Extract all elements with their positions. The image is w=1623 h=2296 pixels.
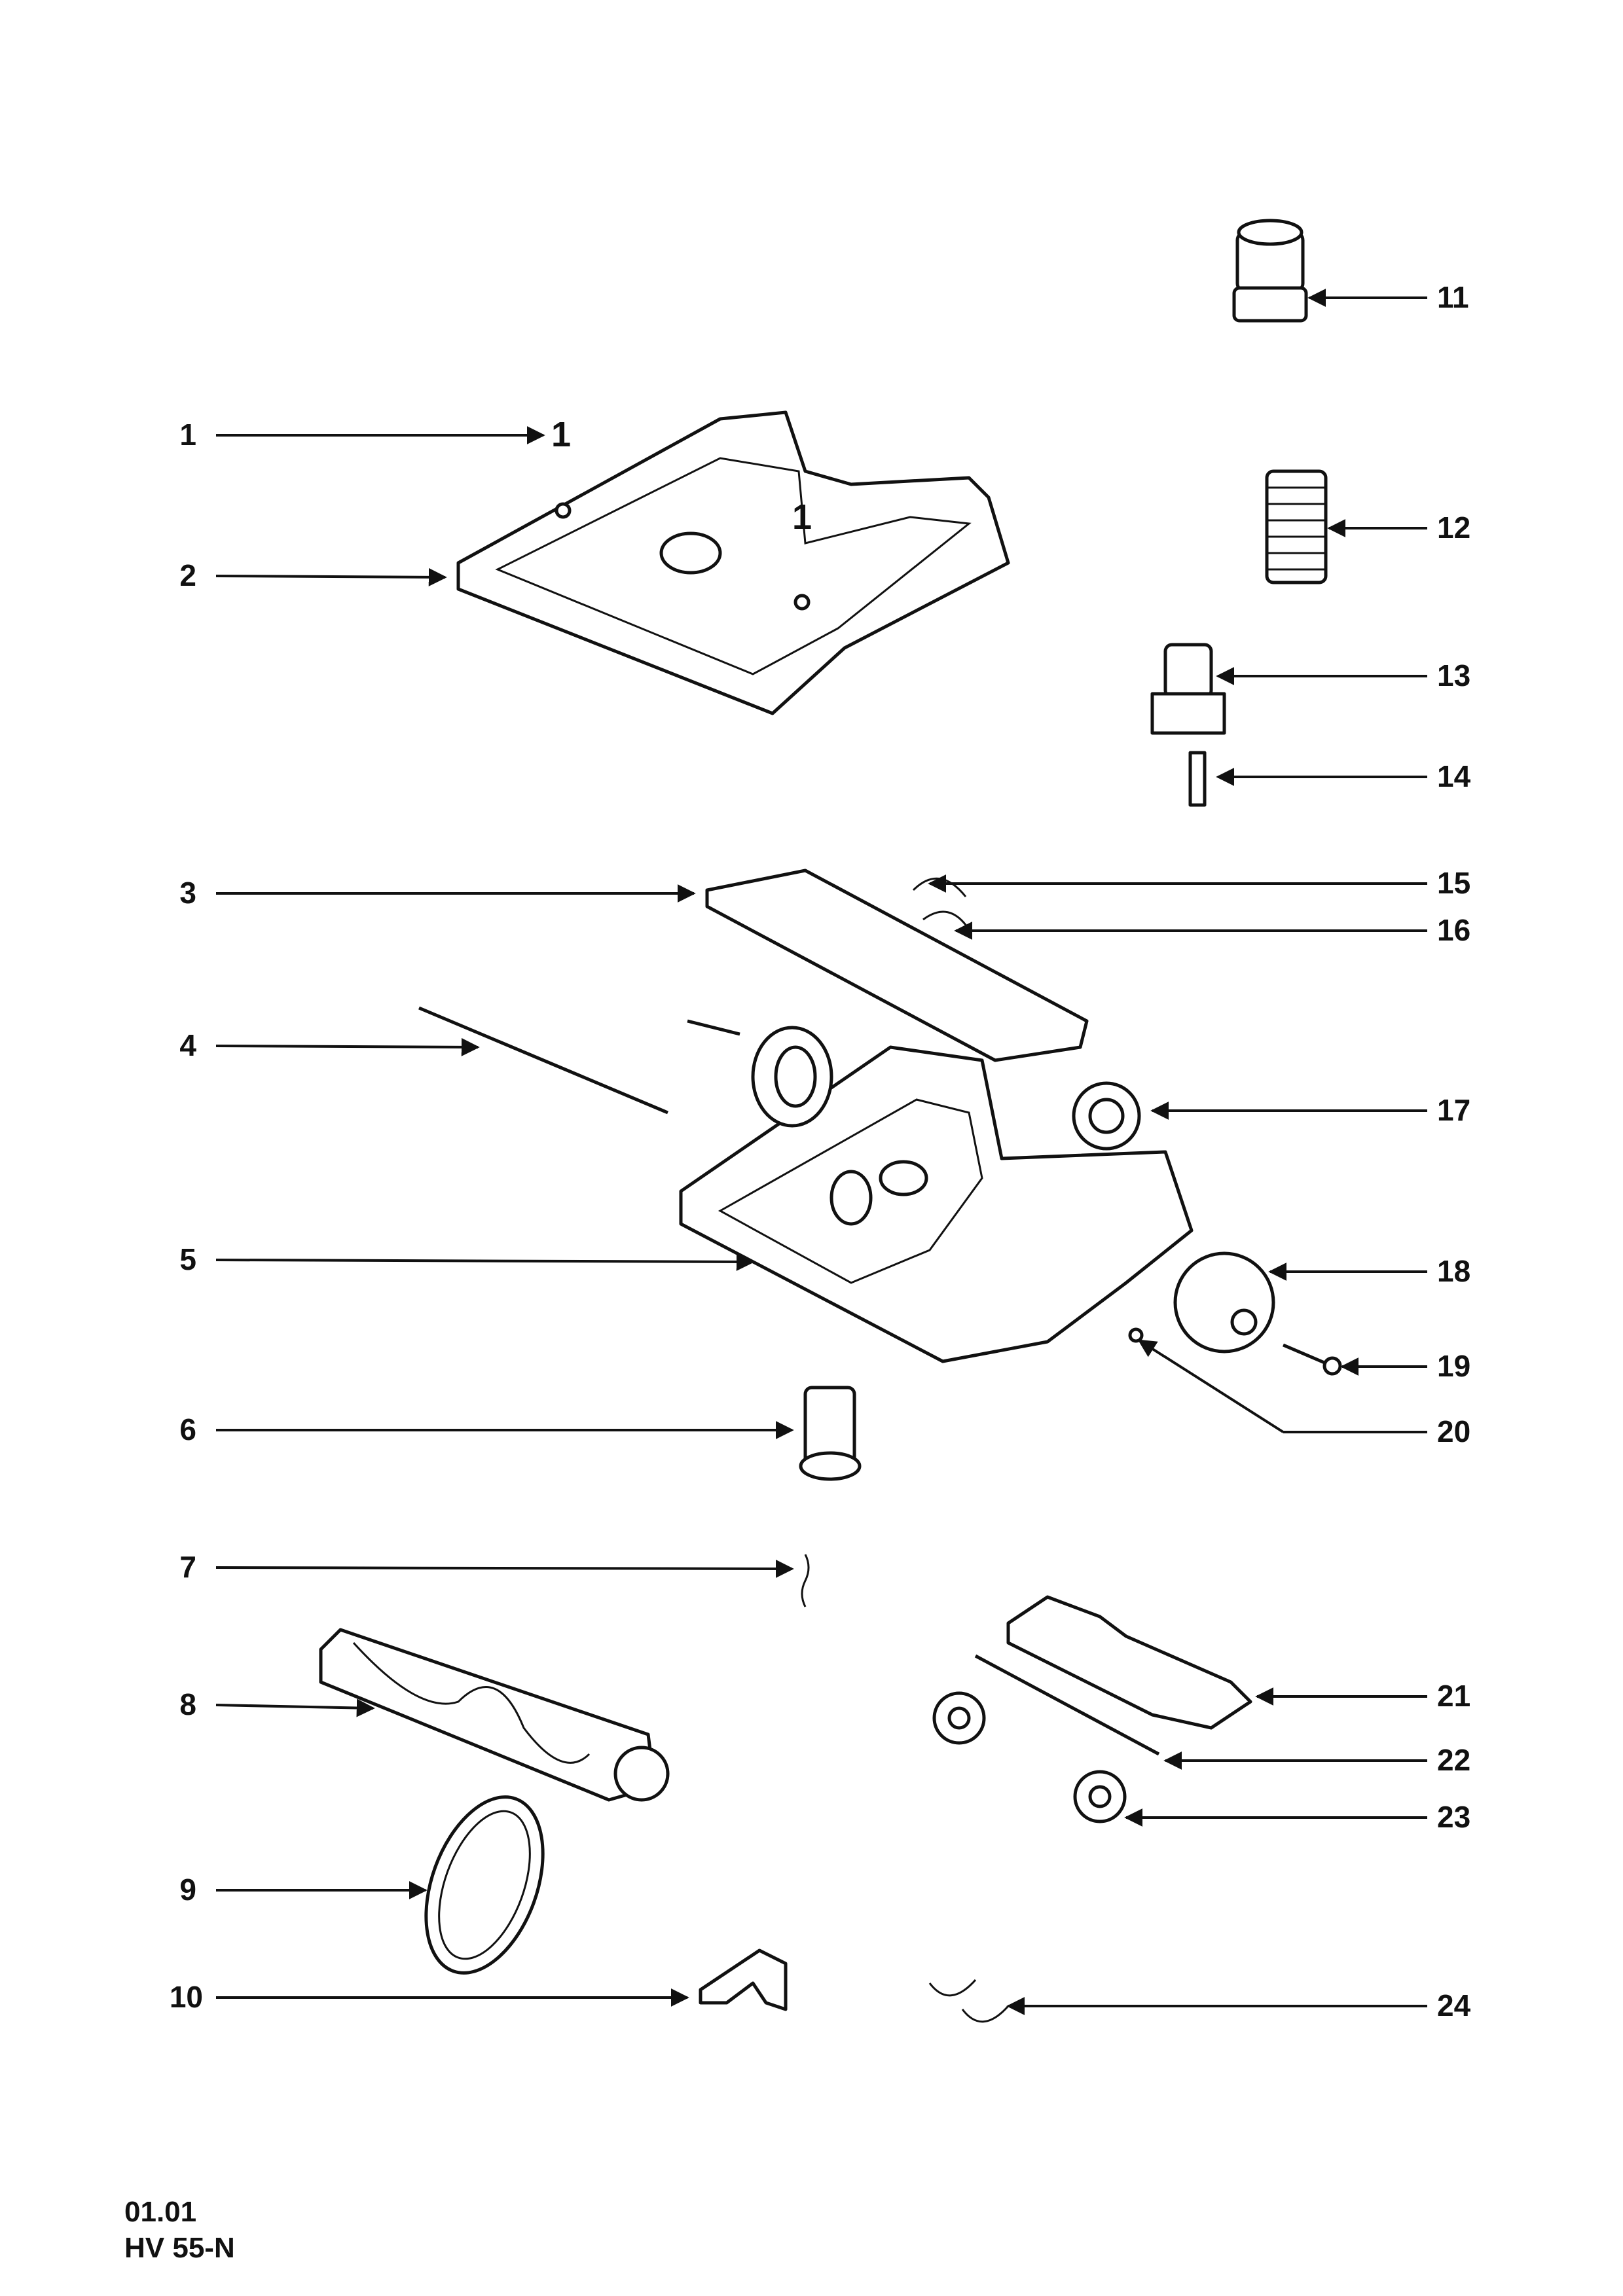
part-label-19: 19: [1437, 1349, 1470, 1383]
part-label-9: 9: [179, 1873, 196, 1907]
part-9-belt: [424, 1795, 545, 1975]
labels-left: 1 2 3 4 5 6 7 8 9 10: [170, 418, 203, 2014]
part-13-switch: [1150, 643, 1226, 735]
part-18-rear-wheel: [1173, 1251, 1275, 1354]
part-label-11: 11: [1437, 280, 1469, 314]
labels-right: 11 12 13 14 15 16 17 18 19 20 21 22 23 2…: [1437, 280, 1471, 2022]
inline-marks: 1 1: [551, 415, 812, 537]
footer-date: 01.01: [124, 2196, 197, 2228]
part-label-24: 24: [1437, 1988, 1471, 2022]
part-14-spring: [1188, 751, 1207, 807]
part-label-15: 15: [1437, 866, 1470, 900]
part-label-8: 8: [179, 1687, 196, 1721]
part-8-brushroll: [319, 1628, 670, 1802]
part-label-13: 13: [1437, 658, 1470, 692]
part-label-4: 4: [179, 1028, 196, 1062]
part-label-14: 14: [1437, 759, 1471, 793]
part-15-16-clips: [912, 877, 970, 930]
part-10-bracket: [699, 1948, 788, 2011]
part-19-screw: [1283, 1343, 1342, 1376]
part-24-clips: [928, 1979, 1010, 2023]
part-label-1: 1: [179, 418, 196, 452]
part-6-connector: [799, 1386, 862, 1481]
part-2-hood-cover: [456, 410, 1010, 715]
part-3-bumper: [705, 869, 1089, 1062]
part-label-23: 23: [1437, 1800, 1470, 1834]
part-5-base-housing: [679, 1045, 1194, 1363]
part-7-spring: [801, 1554, 810, 1607]
part-label-12: 12: [1437, 511, 1470, 545]
part-label-5: 5: [179, 1242, 196, 1276]
part-label-22: 22: [1437, 1743, 1470, 1777]
part-23-wheels: [932, 1691, 1127, 1823]
part-label-20: 20: [1437, 1414, 1470, 1448]
part-label-3: 3: [179, 876, 196, 910]
part-11-motor-cap: [1232, 219, 1308, 323]
part-label-18: 18: [1437, 1254, 1470, 1288]
part-12-filter: [1265, 469, 1328, 584]
part-label-6: 6: [179, 1412, 196, 1446]
leader-lines-left: [215, 426, 794, 2007]
part-4-rod: [418, 1006, 668, 1115]
part-label-21: 21: [1437, 1679, 1470, 1713]
part-wheel-left: [687, 1019, 833, 1128]
leader-lines-right: [928, 289, 1427, 2015]
part-22-axle: [974, 1654, 1160, 1756]
part-label-2: 2: [179, 558, 196, 592]
inline-mark-1b: 1: [792, 497, 812, 537]
part-17-hub: [1072, 1081, 1141, 1151]
inline-mark-1a: 1: [551, 415, 571, 454]
part-label-7: 7: [179, 1550, 196, 1584]
part-label-16: 16: [1437, 913, 1470, 947]
part-label-17: 17: [1437, 1093, 1470, 1127]
footer-model: HV 55-N: [124, 2232, 235, 2264]
part-21-carriage: [1006, 1595, 1252, 1730]
part-label-10: 10: [170, 1980, 203, 2014]
part-20-washer: [1128, 1327, 1144, 1343]
